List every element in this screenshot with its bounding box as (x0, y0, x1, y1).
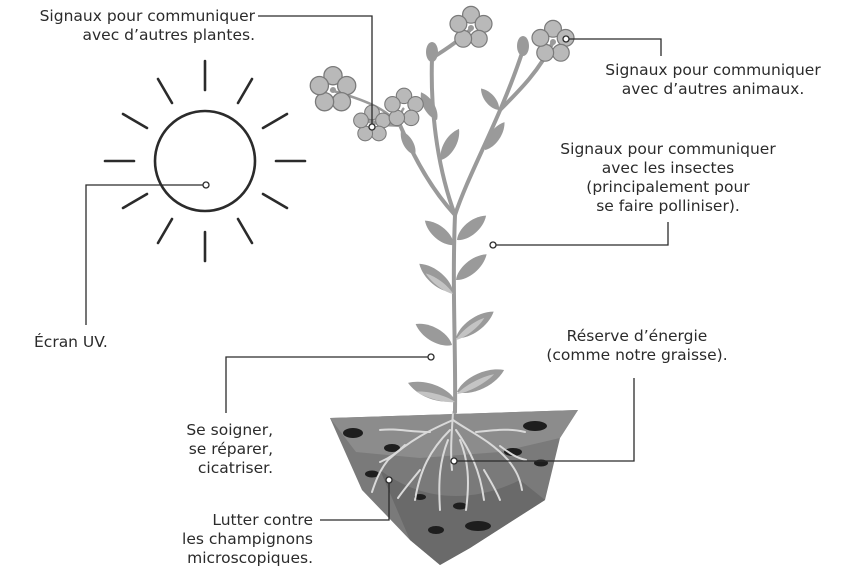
label-heal-line-3: cicatriser. (186, 459, 273, 478)
label-energy-line-1: Réserve d’énergie (522, 327, 752, 346)
label-energy: Réserve d’énergie (comme notre graisse). (522, 327, 752, 365)
label-plants: Signaux pour communiquer avec d’autres p… (40, 7, 255, 45)
label-animals: Signaux pour communiquer avec d’autres a… (593, 61, 833, 99)
sun-icon (105, 61, 305, 261)
label-plants-line-1: Signaux pour communiquer (40, 7, 255, 26)
label-insects-line-1: Signaux pour communiquer (548, 140, 788, 159)
label-insects-line-2: avec les insectes (548, 159, 788, 178)
label-animals-line-1: Signaux pour communiquer (593, 61, 833, 80)
label-heal-line-2: se réparer, (186, 440, 273, 459)
label-insects-line-4: se faire polliniser). (548, 197, 788, 216)
soil-illustration (330, 410, 578, 565)
label-plants-line-2: avec d’autres plantes. (40, 26, 255, 45)
label-fungi-line-2: les champignons (182, 530, 313, 549)
label-uv: Écran UV. (34, 333, 108, 352)
label-insects: Signaux pour communiquer avec les insect… (548, 140, 788, 216)
label-uv-line-1: Écran UV. (34, 333, 108, 352)
label-animals-line-2: avec d’autres animaux. (593, 80, 833, 99)
label-fungi: Lutter contre les champignons microscopi… (182, 511, 313, 568)
label-fungi-line-3: microscopiques. (182, 549, 313, 568)
label-energy-line-2: (comme notre graisse). (522, 346, 752, 365)
label-heal: Se soigner, se réparer, cicatriser. (186, 421, 273, 478)
label-fungi-line-1: Lutter contre (182, 511, 313, 530)
label-heal-line-1: Se soigner, (186, 421, 273, 440)
label-insects-line-3: (principalement pour (548, 178, 788, 197)
